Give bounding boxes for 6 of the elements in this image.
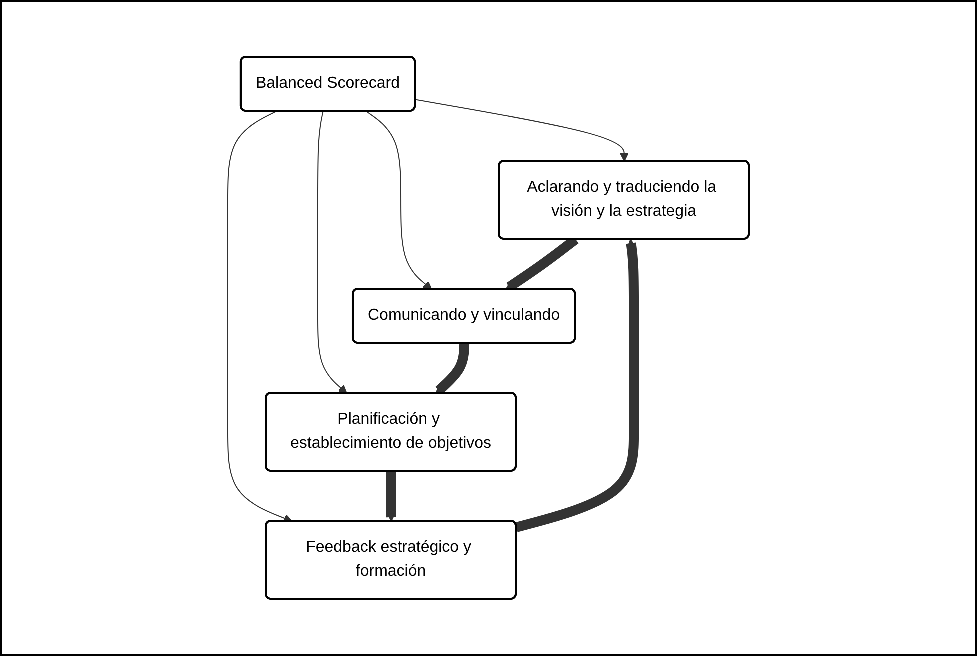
arrow — [317, 111, 348, 394]
arrow — [515, 239, 640, 532]
arrow — [366, 111, 432, 290]
arrow — [436, 342, 470, 394]
arrow — [386, 470, 396, 522]
arrow — [415, 99, 629, 162]
